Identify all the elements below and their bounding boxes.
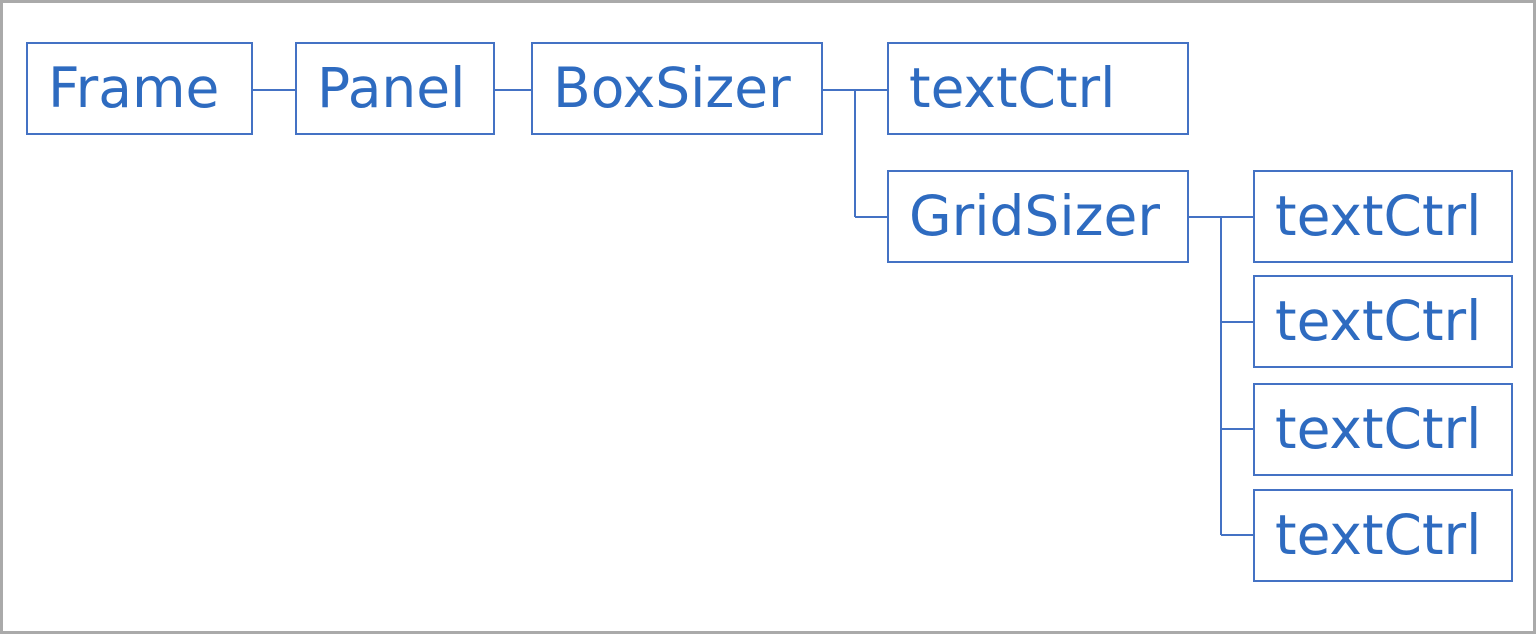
node-textctrl: textCtrl (1253, 383, 1513, 476)
node-frame: Frame (26, 42, 253, 135)
node-textctrl: textCtrl (1253, 170, 1513, 263)
node-textctrl: textCtrl (1253, 275, 1513, 368)
node-label: textCtrl (1275, 289, 1482, 353)
node-gridsizer: GridSizer (887, 170, 1189, 263)
node-boxsizer: BoxSizer (531, 42, 823, 135)
node-label: textCtrl (1275, 397, 1482, 461)
node-label: BoxSizer (553, 56, 791, 120)
node-label: textCtrl (1275, 503, 1482, 567)
node-textctrl: textCtrl (1253, 489, 1513, 582)
node-label: textCtrl (909, 56, 1116, 120)
node-label: textCtrl (1275, 184, 1482, 248)
node-panel: Panel (295, 42, 495, 135)
node-textctrl: textCtrl (887, 42, 1189, 135)
node-label: Panel (317, 56, 466, 120)
node-label: GridSizer (909, 184, 1160, 248)
node-label: Frame (48, 56, 220, 120)
diagram-connectors (253, 89, 1253, 536)
